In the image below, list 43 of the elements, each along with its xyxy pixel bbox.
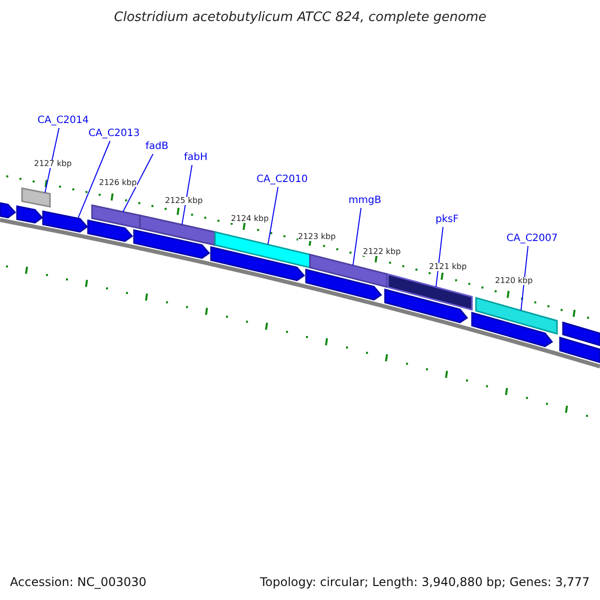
scale-label: 2123 kbp <box>298 233 336 241</box>
gene-feature <box>471 312 554 348</box>
gene-label: CA_C2007 <box>506 234 558 244</box>
gene-feature <box>87 220 134 242</box>
leader-line <box>520 246 528 311</box>
gene-feature <box>384 288 468 324</box>
gene-label: mmgB <box>348 196 382 206</box>
gene-label: CA_C2010 <box>256 175 308 185</box>
gene-feature <box>139 214 216 246</box>
title: Clostridium acetobutylicum ATCC 824, complete genome <box>114 11 486 24</box>
gene-label: CA_C2014 <box>38 116 89 126</box>
gene-feature <box>387 273 473 311</box>
gene-feature <box>309 254 388 288</box>
gene-label: fadB <box>146 142 168 152</box>
gene-feature <box>562 322 600 346</box>
leader-line <box>78 140 110 219</box>
leader-line <box>352 208 362 266</box>
gene-feature <box>0 202 16 218</box>
footer-text: Topology: circular; Length: 3,940,880 bp; Genes: 3,777 <box>260 576 590 588</box>
gene-feature <box>305 268 382 300</box>
gene-feature <box>559 336 600 364</box>
footer-text: Accession: NC_003030 <box>10 576 146 588</box>
leader-line <box>44 128 60 194</box>
scale-label: 2125 kbp <box>165 197 203 205</box>
gene-label: CA_C2013 <box>88 129 140 139</box>
gene-label: fabH <box>184 153 208 163</box>
leader-line <box>268 186 278 245</box>
gene-feature <box>475 296 558 335</box>
scale-label: 2120 kbp <box>495 277 533 285</box>
scale-label: 2127 kbp <box>34 160 72 168</box>
gene-label: pksF <box>436 215 459 225</box>
scale-label: 2126 kbp <box>99 179 137 187</box>
gene-feature <box>91 204 141 230</box>
gene-feature <box>133 229 210 259</box>
gene-feature <box>16 205 44 224</box>
scale-label: 2124 kbp <box>231 215 269 223</box>
scale-label: 2121 kbp <box>429 263 467 271</box>
gene-feature <box>21 187 51 208</box>
gene-feature <box>210 246 306 282</box>
leader-line <box>182 164 192 226</box>
leader-line <box>436 226 444 288</box>
leader-line <box>122 154 154 212</box>
scale-label: 2122 kbp <box>363 248 401 256</box>
